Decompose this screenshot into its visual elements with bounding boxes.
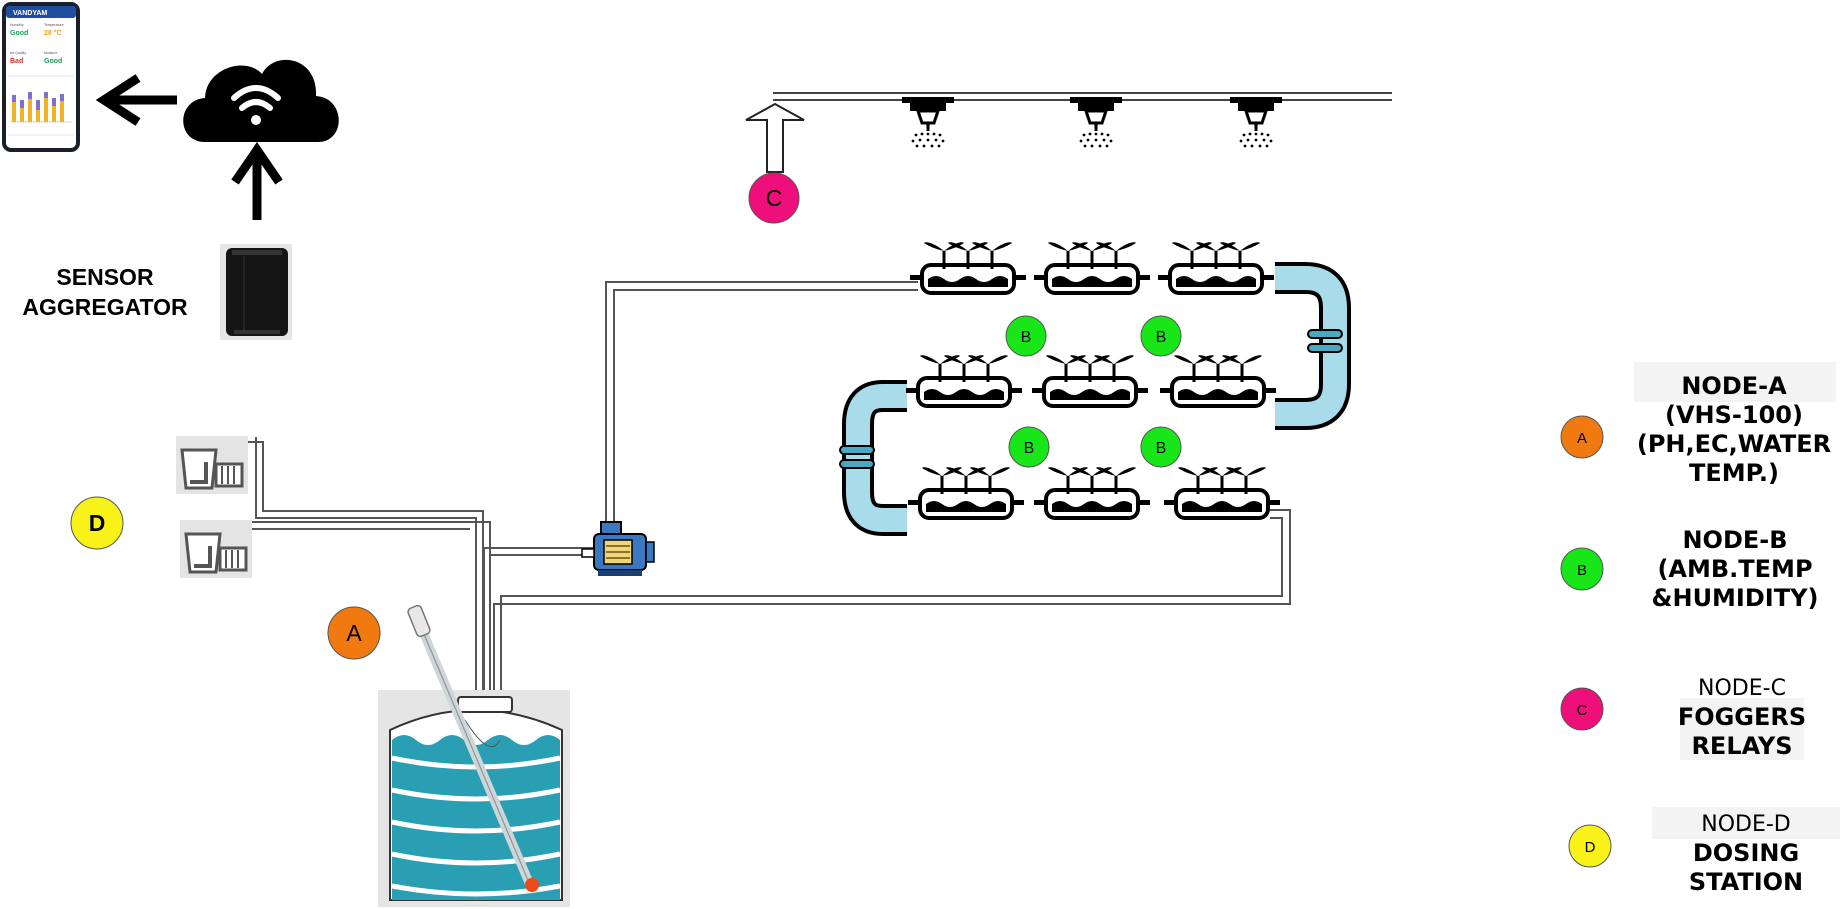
- phone-card-label: Humidity: [10, 23, 24, 27]
- node-b-marker: B: [1156, 440, 1167, 457]
- grow-tray: [1032, 355, 1148, 406]
- fogger-icon: [1068, 95, 1124, 149]
- water-tank: [378, 604, 570, 907]
- node-b-marker: B: [1024, 440, 1035, 457]
- legend-node-d: NODE-D DOSING STATION: [1688, 812, 1804, 896]
- arrow-up-icon: [231, 142, 283, 220]
- node-a-marker: A: [346, 620, 362, 646]
- grow-tray: [1034, 242, 1150, 293]
- legend-node-b: NODE-B (AMB.TEMP &HUMIDITY): [1651, 526, 1819, 612]
- dosing-pump-icon: [178, 518, 254, 580]
- fogger-arrow-up-icon: [745, 102, 805, 173]
- pipes: [227, 281, 1291, 702]
- phone-card-value: 28 °C: [44, 29, 62, 37]
- phone-mini-chart: [10, 92, 72, 123]
- legend-node-a: NODE-A (VHS-100) (PH,EC,WATER TEMP.): [1636, 372, 1832, 487]
- phone-card-label: Air Quality: [10, 51, 26, 55]
- phone-card-label: Temperature: [44, 23, 64, 27]
- dosing-pump-icon: [174, 434, 250, 496]
- phone-card-value: Good: [10, 30, 28, 37]
- grow-tray: [1158, 242, 1274, 293]
- water-pump-icon: [581, 521, 655, 576]
- grow-tray: [1034, 467, 1150, 518]
- hydroponic-channels: [839, 242, 1351, 536]
- node-c-marker: C: [766, 185, 783, 211]
- node-b-marker: B: [1021, 329, 1032, 346]
- phone-app-title: VANDYAM: [13, 10, 47, 17]
- node-d-marker: D: [89, 510, 106, 536]
- grow-tray: [1160, 355, 1276, 406]
- legend-badge-b: B: [1577, 562, 1587, 579]
- fogger-icon: [900, 95, 956, 149]
- cloud-wifi-icon: [183, 59, 339, 142]
- sensor-aggregator-device: [220, 244, 292, 340]
- sensor-aggregator-label: SENSOR AGGREGATOR: [22, 264, 188, 320]
- legend-badge-a: A: [1577, 430, 1587, 447]
- arrow-left-icon: [95, 74, 177, 126]
- fogger-line: [773, 92, 1392, 149]
- phone-card-value: Good: [44, 58, 62, 65]
- node-b-marker: B: [1156, 329, 1167, 346]
- phone-card-label: Moisture: [44, 51, 57, 55]
- phone-card-value: Bad: [10, 58, 23, 65]
- legend-node-c: NODE-C FOGGERS RELAYS: [1677, 676, 1807, 760]
- legend-badge-c: C: [1577, 702, 1588, 719]
- legend-badge-d: D: [1585, 839, 1596, 856]
- grow-tray: [910, 242, 1026, 293]
- grow-tray: [906, 355, 1022, 406]
- grow-tray: [1164, 467, 1280, 518]
- phone-dashboard: VANDYAM Humidity Good Temperature 28 °C …: [2, 2, 80, 152]
- grow-tray: [908, 467, 1024, 518]
- fogger-icon: [1228, 95, 1284, 149]
